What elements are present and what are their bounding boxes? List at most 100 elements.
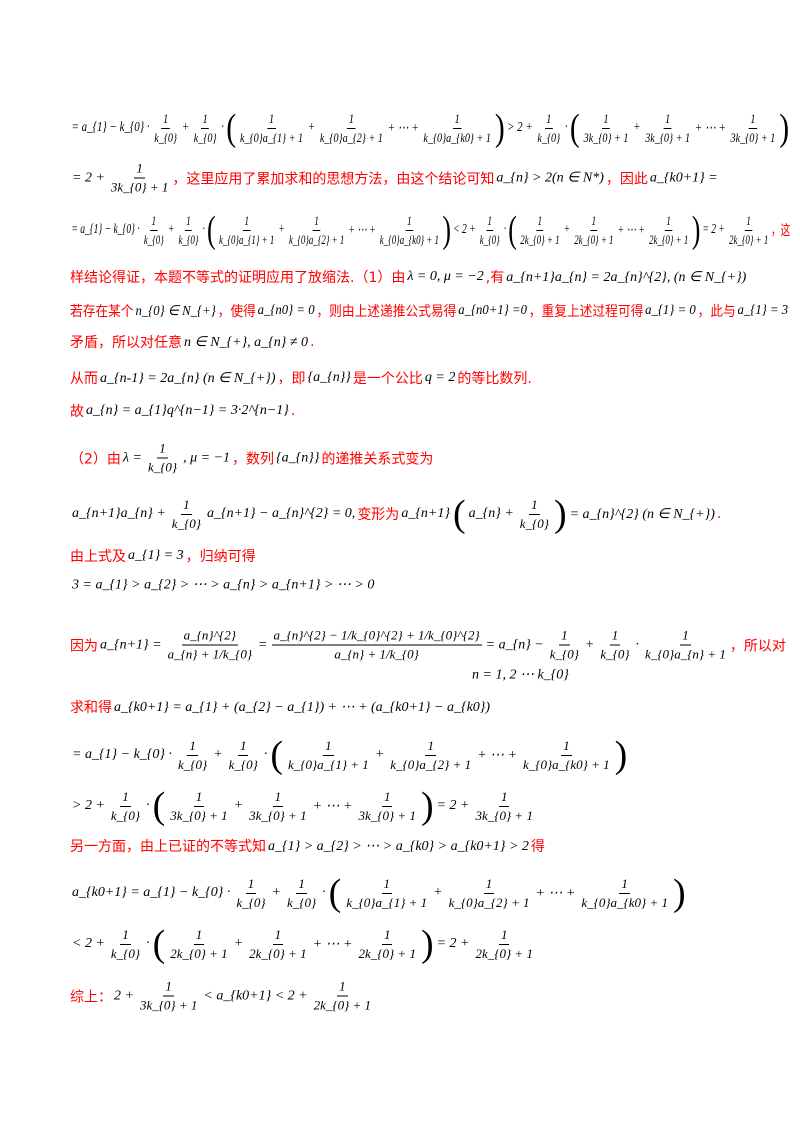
numerator: 1 [120, 927, 131, 945]
parenthesis: ) [420, 923, 434, 965]
text-line: 3 = a_{1} > a_{2} > ⋯ > a_{n} > a_{n+1} … [70, 577, 376, 594]
parenthesis: ( [328, 872, 342, 914]
math-expression: a_{n+1} = [100, 637, 162, 652]
explanation-text: ，归纳可得 [185, 549, 256, 565]
explanation-text: ，重复上述过程可得 [528, 304, 644, 320]
math-expression: a_{n+1}a_{n} = 2a_{n}^{2}, (n ∈ N_{+}) [506, 269, 747, 285]
math-expression: a_{k0+1} = a_{1} + (a_{2} − a_{1}) + ⋯ +… [114, 699, 491, 715]
denominator: 3k_{0} + 1 [249, 807, 307, 823]
math-expression: < 2 + [453, 222, 476, 237]
denominator: k_{0} [110, 807, 141, 823]
explanation-text: ，此与 [697, 304, 736, 320]
explanation-text: ，使得 [217, 304, 256, 320]
math-expression: a_{1} = 0 [645, 303, 696, 318]
parenthesis: ) [494, 107, 505, 149]
denominator: k_{0}a_{1} + 1 [240, 129, 304, 145]
math-expression: + [374, 747, 385, 762]
math-expression: · [221, 120, 224, 135]
numerator: a_{n}^{2} [181, 628, 238, 646]
math-expression: + [433, 885, 443, 900]
math-expression: + ⋯ + [535, 885, 576, 901]
explanation-text: ，所以对 [729, 638, 786, 654]
numerator: 1 [529, 497, 540, 515]
explanation-text: . [310, 334, 315, 350]
parenthesis: ( [152, 785, 166, 827]
math-expression: a_{1} > a_{2} > ⋯ > a_{k0} > a_{k0+1} > … [268, 838, 529, 854]
math-expression: a_{k0+1} = a_{1} − k_{0} · [72, 885, 231, 900]
parenthesis: ) [672, 872, 686, 914]
numerator: 1 [181, 497, 192, 515]
math-expression: + [271, 885, 281, 900]
explanation-text: ,有 [485, 270, 505, 286]
numerator: 1 [544, 111, 553, 129]
numerator: 1 [665, 213, 673, 231]
numerator: 1 [347, 111, 356, 129]
explanation-text: . [716, 506, 722, 522]
math-expression: + ⋯ + [348, 222, 376, 238]
explanation-text: ，即 [277, 371, 306, 387]
math-expression: + [563, 222, 571, 237]
math-expression: λ = 0, μ = −2 [407, 269, 484, 284]
explanation-text: 由上式及 [70, 549, 126, 565]
explanation-text: 另一方面，由上已证的不等式知 [70, 839, 266, 855]
numerator: 1 [425, 738, 436, 756]
math-expression: = 2 + [436, 936, 470, 951]
math-expression: · [146, 798, 150, 813]
math-expression: a_{1} = 3 [128, 548, 184, 563]
numerator: 1 [748, 111, 758, 129]
denominator: k_{0} [537, 129, 561, 145]
math-expression: · [635, 637, 640, 652]
numerator: 1 [313, 213, 321, 231]
denominator: 2k_{0} + 1 [249, 945, 307, 961]
parenthesis: ( [226, 107, 237, 149]
math-expression: a_{n+1}a_{n} + [72, 506, 166, 521]
math-expression: + [213, 747, 223, 762]
numerator: 1 [134, 161, 145, 179]
math-expression: a_{n+1} − a_{n}^{2} = 0, [206, 506, 356, 521]
explanation-text: ，这里应用了累加求和的思想方法，由这个结论可知 [172, 171, 495, 187]
math-expression: {a_{n}} [276, 450, 320, 465]
denominator: k_{0} [178, 756, 208, 772]
math-expression: a_{n+1} [401, 506, 450, 521]
math-expression: = a_{n} − [485, 637, 544, 652]
math-expression: = a_{1} − k_{0} · [71, 222, 140, 237]
denominator: 2k_{0} + 1 [520, 231, 560, 247]
math-expression: · [146, 936, 150, 951]
explanation-text: 若存在某个 [70, 304, 134, 320]
numerator: 1 [601, 111, 611, 129]
explanation-text: 因为 [70, 638, 98, 654]
denominator: k_{0} [549, 646, 579, 662]
denominator: k_{0} [110, 945, 141, 961]
denominator: 2k_{0} + 1 [313, 997, 372, 1013]
denominator: k_{0} [193, 129, 217, 145]
math-expression: + [278, 222, 285, 237]
math-expression: + [584, 637, 595, 652]
math-expression: + ⋯ + [312, 936, 353, 952]
math-expression: + ⋯ + [694, 120, 726, 136]
denominator: 3k_{0} + 1 [139, 997, 198, 1013]
math-expression: 2 + [114, 988, 134, 1003]
numerator: 1 [193, 789, 205, 807]
